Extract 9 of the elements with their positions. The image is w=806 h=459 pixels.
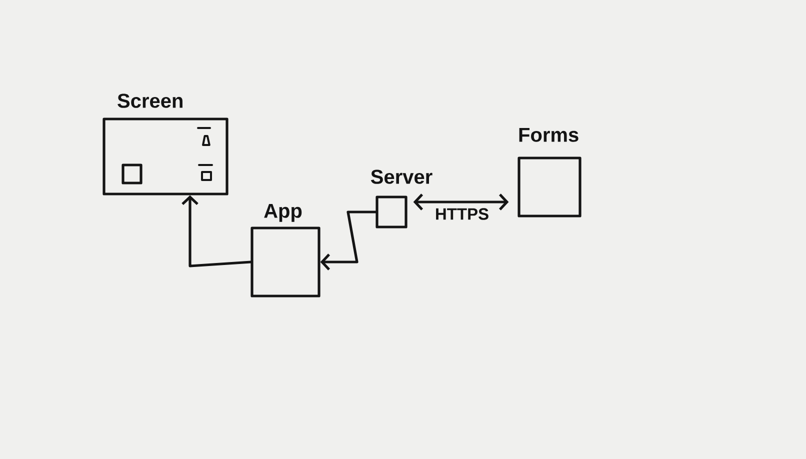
arrow: [413, 194, 509, 210]
arrow: [320, 210, 377, 270]
arrow: [182, 195, 252, 268]
box-heading: App: [264, 204, 302, 222]
edge-label: HTTPS: [433, 206, 491, 222]
small-box: [122, 164, 142, 184]
box-heading: Server: [370, 170, 432, 184]
box-heading: Screen: [118, 94, 182, 108]
box-heading: Forms: [519, 128, 578, 142]
